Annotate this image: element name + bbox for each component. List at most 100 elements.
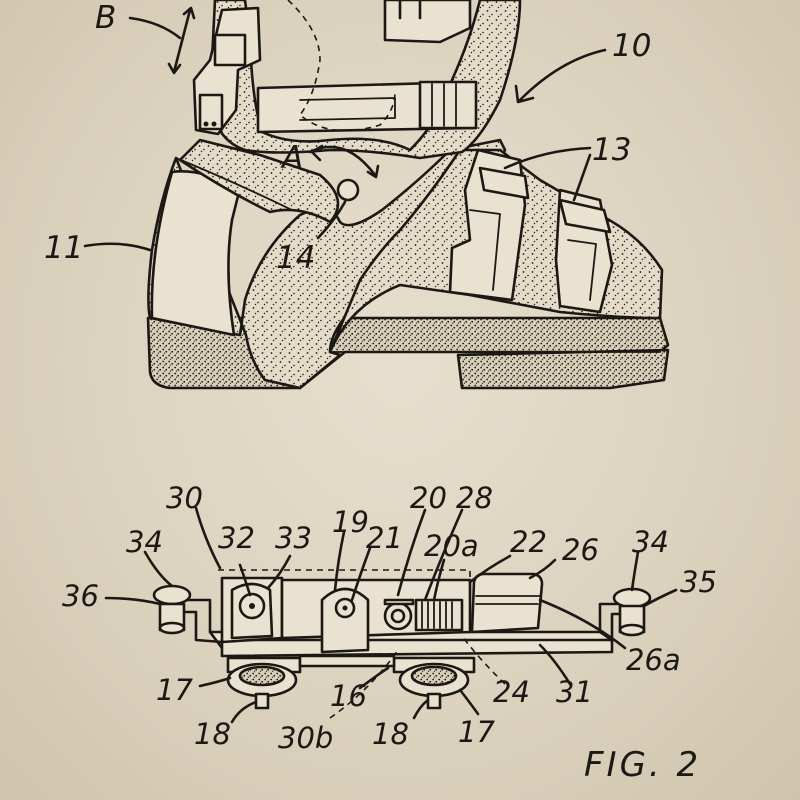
center-bar-16 [298, 654, 396, 668]
leader-11 [83, 242, 152, 252]
label-28: 28 [456, 481, 493, 515]
leader-31 [538, 643, 572, 686]
leader-13 [503, 146, 592, 170]
leader-B [128, 16, 182, 40]
label-18-left: 18 [194, 717, 231, 751]
leader-19 [333, 530, 346, 592]
label-20: 20 [410, 481, 447, 515]
arrow-head-icon [167, 62, 182, 75]
label-11: 11 [44, 230, 83, 266]
wheel-hub [390, 608, 406, 624]
leader-30b [329, 649, 399, 719]
leader-13b [572, 153, 592, 202]
leader-17-left [198, 676, 232, 688]
label-36: 36 [62, 579, 99, 613]
cam-26 [470, 572, 544, 634]
label-26a: 26a [626, 643, 681, 677]
tongue-top [383, 0, 472, 44]
leader-20a [432, 558, 446, 602]
foot-cap-right [410, 665, 458, 687]
label-21: 21 [366, 521, 403, 555]
label-17-right: 17 [458, 715, 495, 749]
base-plate-front [220, 638, 614, 658]
screw-18-right [426, 692, 442, 710]
reference-labels: B A 10 11 13 14 30 20 28 19 34 32 33 21 … [44, 0, 717, 785]
arrow-head-icon [366, 164, 380, 179]
wheel-axle [383, 598, 415, 606]
buckle-2-slot [567, 239, 597, 301]
leader-16 [358, 666, 390, 690]
label-18-right: 18 [372, 717, 409, 751]
pin-center-icon [249, 603, 255, 609]
label-A: A [280, 140, 303, 176]
leader-14 [316, 200, 347, 240]
arrow-head-icon [182, 6, 196, 20]
label-20a: 20a [424, 529, 479, 563]
strap-slot [299, 97, 396, 121]
arrow-head-icon [514, 84, 535, 104]
screw-18-left [254, 692, 270, 710]
boot-heel-shell [147, 138, 507, 390]
lug-foot [158, 621, 186, 635]
leader-26a [538, 598, 627, 650]
leader-36 [104, 596, 162, 606]
label-10: 10 [612, 28, 651, 64]
lower-leaders [104, 506, 678, 724]
housing-outline-30 [218, 569, 471, 580]
heel-counter [150, 170, 242, 337]
forefoot-buckle-1-lever [478, 166, 530, 200]
shell-seam [175, 157, 293, 211]
label-14: 14 [276, 240, 315, 276]
double-arrow-B [172, 8, 192, 74]
label-17-left: 17 [156, 673, 193, 707]
leader-34-right [630, 550, 640, 592]
label-30b: 30b [278, 721, 333, 755]
leader-21 [350, 546, 372, 602]
upper-annotations [83, 6, 607, 252]
forefoot-buckle-2-lever [558, 198, 612, 234]
foot-cap-left [238, 665, 286, 687]
label-22: 22 [510, 525, 547, 559]
adjuster-block [213, 33, 247, 67]
label-16: 16 [330, 679, 367, 713]
binding-mechanism [152, 569, 652, 710]
leader-24 [461, 635, 506, 685]
ski-boot [146, 0, 670, 390]
spring-housing [414, 598, 464, 632]
hidden-line [287, 0, 396, 132]
label-34-right: 34 [632, 525, 669, 559]
pin-center-icon [342, 605, 348, 611]
cuff-buckle [418, 80, 478, 130]
leader-20 [396, 508, 427, 597]
leader-30 [194, 506, 222, 570]
leader-26 [528, 558, 557, 580]
label-32: 32 [218, 521, 255, 555]
leader-32 [238, 563, 252, 597]
boot-toe-sole [456, 348, 670, 390]
figure-caption: FIG. 2 [584, 745, 701, 785]
leader-17-right [458, 688, 480, 716]
label-24: 24 [493, 675, 530, 709]
leader-28 [423, 508, 464, 602]
label-34-left: 34 [126, 525, 163, 559]
label-33: 33 [275, 521, 312, 555]
bracket-19 [320, 587, 370, 654]
leader-22 [468, 554, 512, 584]
leader-33 [266, 554, 292, 590]
rivet-icon [203, 121, 209, 127]
lug-foot [618, 623, 646, 637]
leader-18-right [412, 698, 430, 720]
lug-34-left [152, 584, 192, 606]
leader-35 [642, 588, 678, 608]
leader-10 [518, 48, 607, 102]
arrow-head-icon [310, 144, 324, 162]
label-26: 26 [562, 533, 599, 567]
label-31: 31 [556, 675, 593, 709]
spring-20a [414, 598, 464, 632]
leader-34-left [143, 550, 174, 588]
adjuster-clip [198, 93, 224, 131]
label-30: 30 [166, 481, 203, 515]
label-19: 19 [332, 505, 369, 539]
